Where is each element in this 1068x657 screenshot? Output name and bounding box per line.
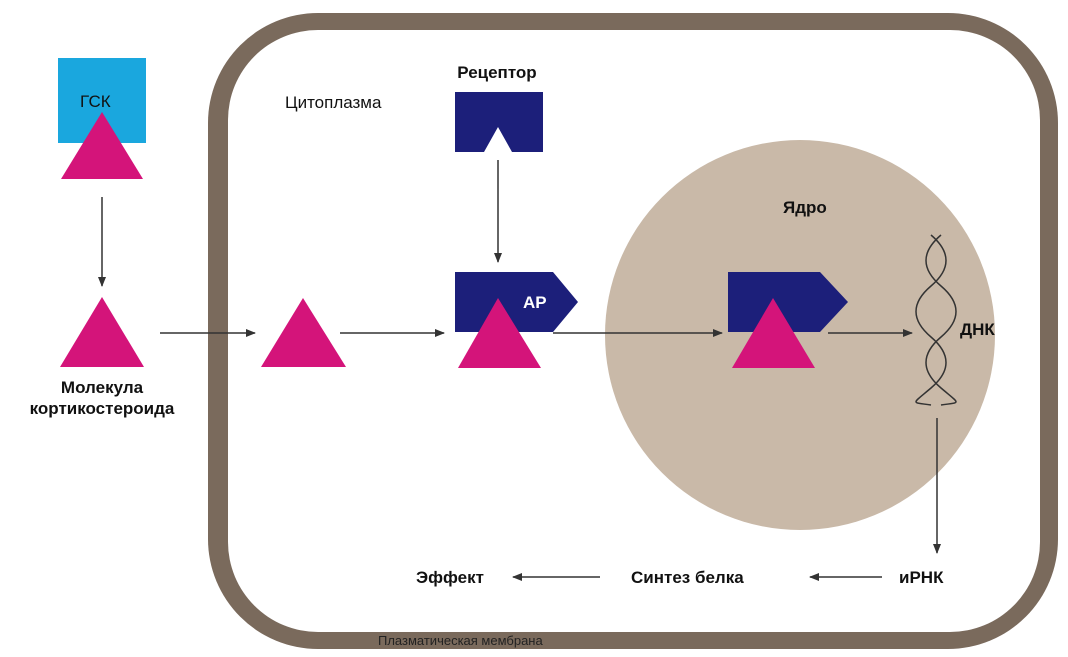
steroid-molecule-gsk bbox=[61, 112, 143, 179]
ar-label: АР bbox=[523, 293, 547, 312]
steroid-molecule-free bbox=[60, 297, 144, 367]
receptor-complex-nucleus bbox=[728, 272, 848, 332]
steroid-bound-cytoplasm bbox=[458, 298, 541, 368]
nucleus-label: Ядро bbox=[783, 198, 827, 217]
dna-label: ДНК bbox=[960, 320, 995, 339]
cytoplasm-label: Цитоплазма bbox=[285, 93, 382, 112]
gsk-label: ГСК bbox=[80, 92, 111, 111]
receptor-shape bbox=[455, 92, 543, 152]
steroid-bound-nucleus bbox=[732, 298, 815, 368]
molecule-label-line1: Молекула bbox=[61, 378, 144, 397]
effect-label: Эффект bbox=[416, 568, 484, 587]
dna-helix bbox=[915, 234, 957, 406]
activated-receptor-complex bbox=[455, 272, 578, 332]
receptor-label: Рецептор bbox=[457, 63, 536, 82]
mrna-label: иРНК bbox=[899, 568, 944, 587]
molecule-label-line2: кортикостероида bbox=[30, 399, 175, 418]
nucleus bbox=[605, 140, 995, 530]
membrane-label: Плазматическая мембрана bbox=[378, 633, 543, 648]
protein-synthesis-label: Синтез белка bbox=[631, 568, 744, 587]
steroid-molecule-cytoplasm bbox=[261, 298, 346, 367]
